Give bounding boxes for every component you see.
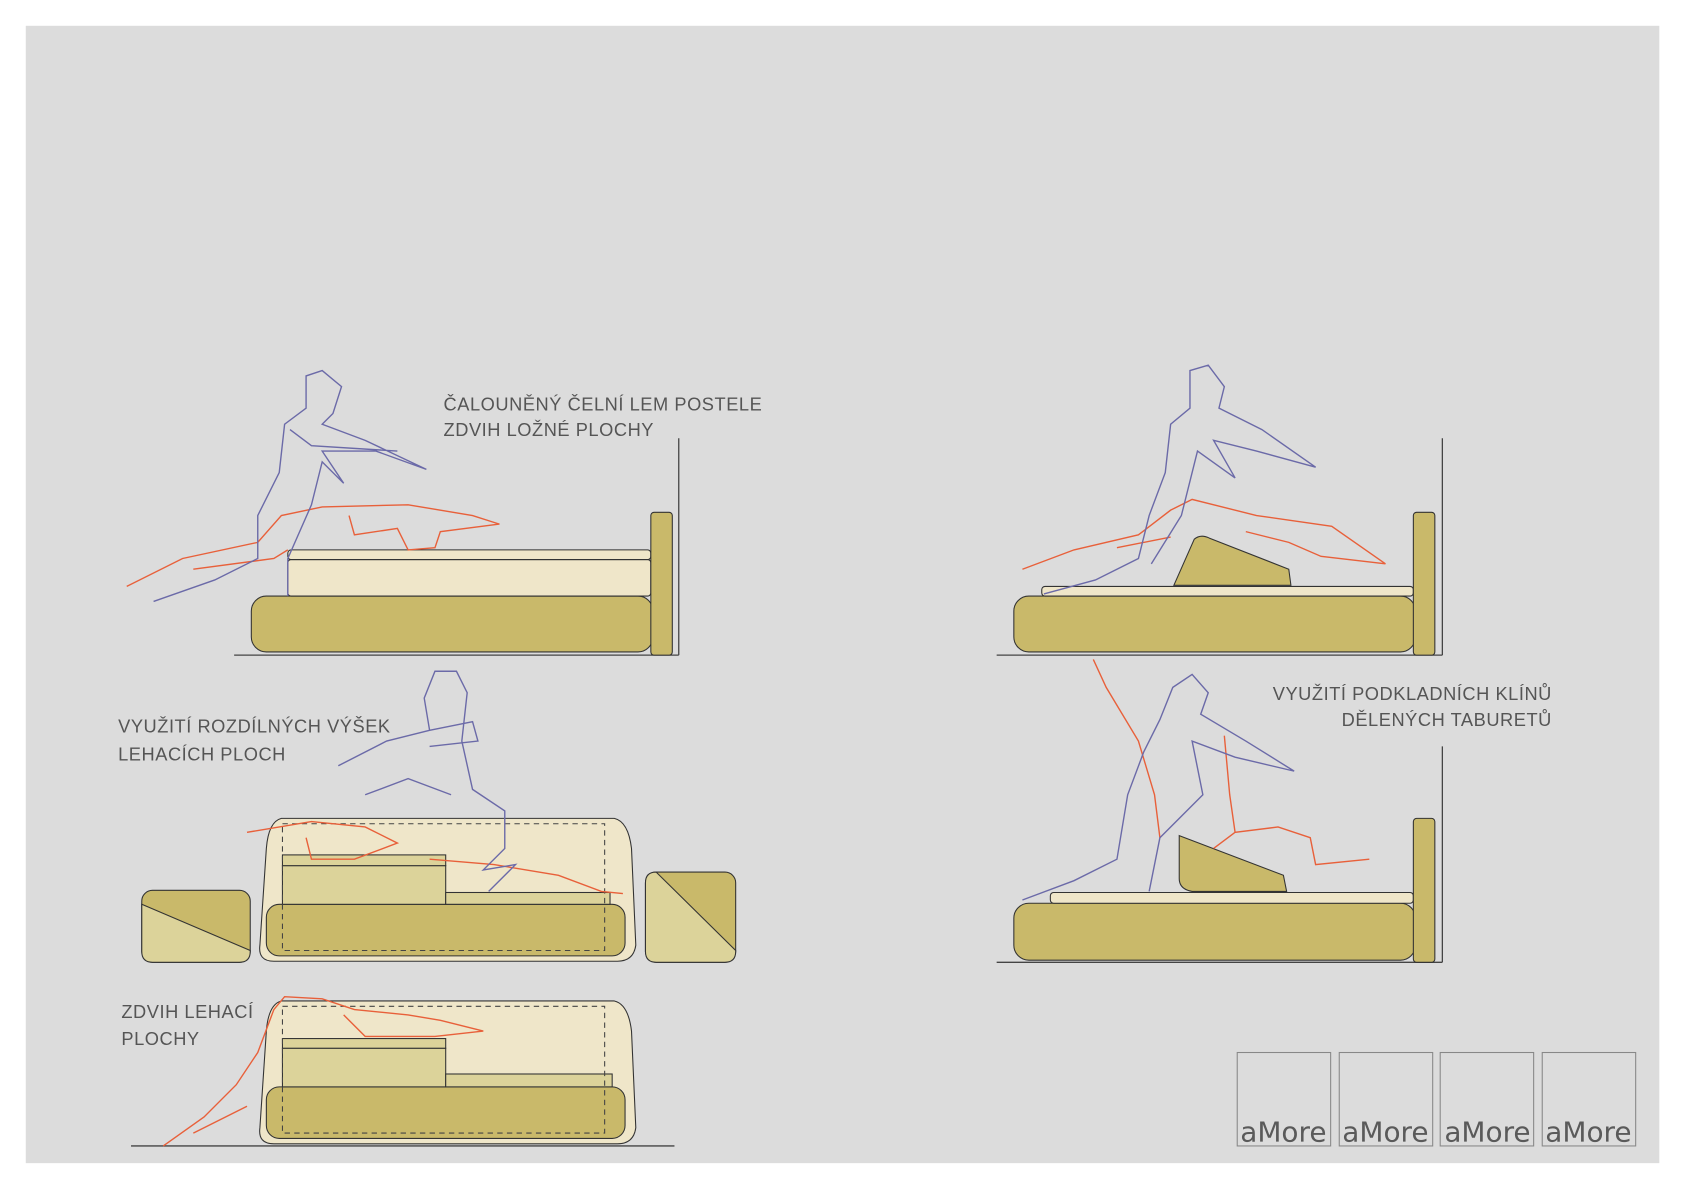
mattress (1041, 585, 1414, 597)
raised-section (281, 1047, 447, 1088)
figure-leaning (337, 670, 518, 892)
scene-wedge-bed (996, 364, 1443, 656)
logo-box (1439, 1051, 1535, 1147)
caption-line: VYUŽITÍ PODKLADNÍCH KLÍNŮ (1273, 683, 1552, 704)
headboard (650, 511, 673, 656)
scene-split-heights: VYUŽITÍ ROZDÍLNÝCH VÝŠEK LEHACÍCH PLOCH (118, 670, 737, 963)
raised-topper (281, 1038, 447, 1049)
caption-line: ZDVIH LOŽNÉ PLOCHY (444, 419, 654, 440)
stool-left-wedge (141, 903, 251, 963)
bed-base (250, 595, 654, 653)
headboard (1412, 817, 1436, 963)
mattress (287, 559, 652, 597)
figure-lying (162, 995, 484, 1147)
logo-box (1236, 1051, 1332, 1147)
raised-section (281, 865, 447, 905)
figure-reaching (1092, 659, 1370, 866)
scene-wedge-bed-2: VYUŽITÍ PODKLADNÍCH KLÍNŮ DĚLENÝCH TABUR… (996, 659, 1552, 963)
hidden-outline (281, 823, 606, 952)
mattress-topper (287, 549, 652, 561)
logo-text: aMore (1545, 1116, 1631, 1149)
wedge-cushion (1173, 535, 1292, 586)
figure-kneeling (1022, 673, 1295, 901)
bed-base (1013, 595, 1417, 653)
figure-kneeling (1043, 364, 1317, 595)
headboard (1412, 511, 1436, 656)
figure-lying (126, 504, 500, 588)
scene-lifted-bed: ČALOUNĚNÝ ČELNÍ LEM POSTELE ZDVIH LOŽNÉ … (126, 369, 763, 656)
logo-text: aMore (1444, 1116, 1530, 1149)
bed-base (265, 903, 626, 957)
wedge-cushion (1178, 834, 1288, 892)
figure-kneeling (153, 369, 427, 603)
logo-text: aMore (1342, 1116, 1428, 1149)
logo-text: aMore (1240, 1116, 1326, 1149)
caption-line: ZDVIH LEHACÍ (121, 1001, 254, 1022)
bed-base (265, 1086, 626, 1139)
caption-line: ČALOUNĚNÝ ČELNÍ LEM POSTELE (444, 393, 763, 414)
caption-line: PLOCHY (121, 1028, 199, 1049)
mattress (1049, 891, 1414, 904)
hidden-outline (281, 1005, 606, 1134)
logo-row: aMore aMore aMore aMore (1236, 1051, 1637, 1149)
logo-box (1541, 1051, 1637, 1147)
lower-section (445, 891, 611, 905)
logo-box (1338, 1051, 1434, 1147)
figure-lying (246, 820, 623, 895)
scene-lift-surface: ZDVIH LEHACÍ PLOCHY (121, 995, 675, 1147)
figure-lying (1022, 498, 1386, 570)
raised-topper (281, 854, 447, 867)
caption-line: LEHACÍCH PLOCH (118, 743, 286, 764)
caption-line: DĚLENÝCH TABURETŮ (1342, 709, 1552, 730)
bed-base (1013, 902, 1417, 961)
caption-line: VYUŽITÍ ROZDÍLNÝCH VÝŠEK (118, 715, 390, 736)
stool-right-wedge (644, 871, 737, 963)
lower-section (445, 1073, 613, 1088)
